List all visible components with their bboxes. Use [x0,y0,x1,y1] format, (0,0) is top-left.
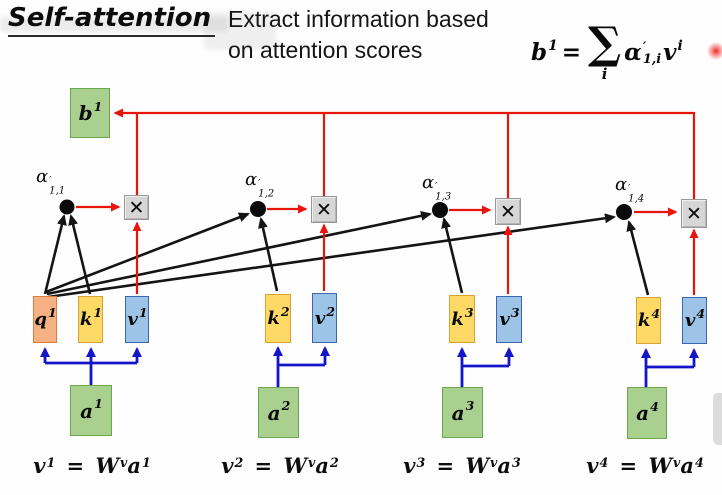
value-projection-formula-3: v3 = Wva3 [403,453,521,478]
weighted-sum-arrows [76,108,699,295]
formula-alpha: α [624,38,642,66]
multiply-node-2: ✕ [311,196,337,223]
alpha-label-4: α′1,4 [615,174,645,205]
subtitle-line-1: Extract information based [228,6,489,32]
formula-v: v [663,38,677,66]
laser-pointer-dot [707,42,722,60]
query-key-lines [43,210,650,299]
multiply-node-3: ✕ [495,198,521,225]
value-projection-formula-1: v1 = Wva1 [33,453,151,478]
slide-subtitle: Extract information based on attention s… [228,4,489,66]
alpha-label-1: α′1,1 [36,166,66,197]
watermark [204,12,276,50]
formula-v-sup: i [677,37,683,54]
input-projection-arrows [40,346,699,388]
formula-b-sup: 1 [548,37,558,54]
multiply-node-1: ✕ [124,195,149,220]
watermark [0,17,228,32]
slide-title: Self-attention [8,3,216,37]
alpha-label-2: α′1,2 [245,169,275,200]
multiply-node-4: ✕ [681,199,707,228]
right-edge-tab [713,393,722,445]
formula-b: b [531,38,548,66]
formula-equals: = [561,38,581,66]
value-projection-formula-4: v4 = Wva4 [586,453,704,478]
sigma-operator: ∑ i [587,18,622,83]
alpha-label-3: α′1,3 [422,172,452,203]
formula-alpha-subsup: ′1,i [642,39,662,67]
value-projection-formula-2: v2 = Wva2 [221,453,339,478]
subtitle-line-2: on attention scores [228,37,423,63]
attention-score-dots [59,199,632,220]
